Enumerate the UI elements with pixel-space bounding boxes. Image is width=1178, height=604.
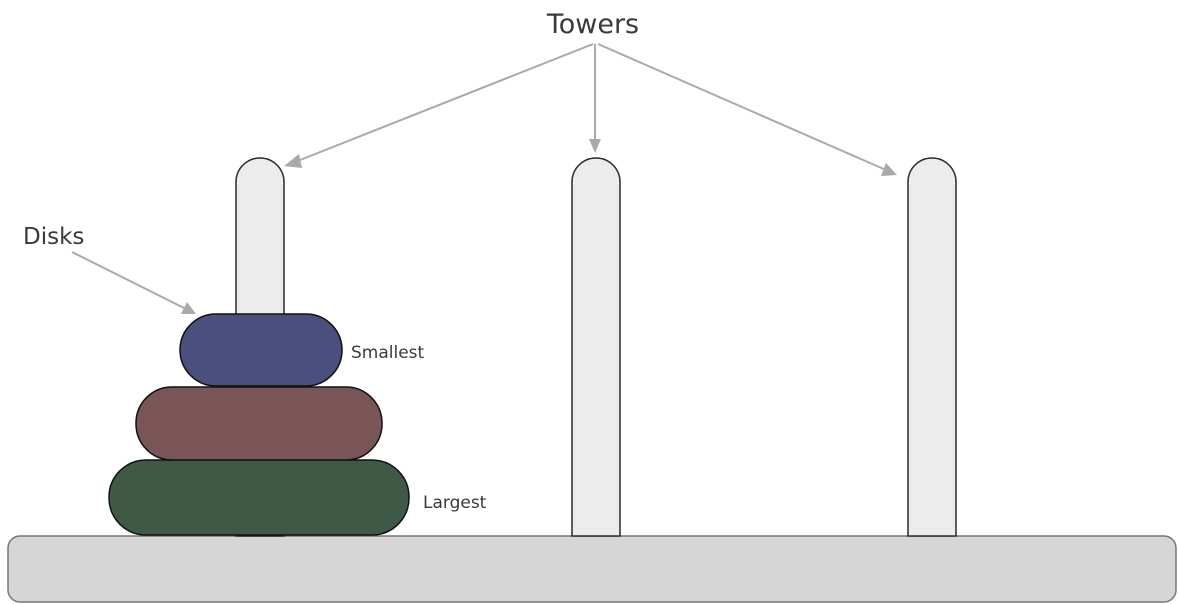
disks-label: Disks [23,224,84,250]
disk-medium [136,387,382,460]
tower-rod-middle [572,158,620,536]
towers-arrowhead-left [284,154,302,168]
disks-arrow [72,252,186,309]
disk-largest [109,460,409,535]
base-platform [8,536,1176,602]
towers-arrow-right [598,44,886,170]
tower-rod-right [908,158,956,536]
towers-arrows [284,44,897,176]
towers-label: Towers [546,9,639,40]
towers-arrowhead-middle [589,139,601,153]
smallest-label: Smallest [351,343,425,363]
largest-label: Largest [423,493,487,513]
disk-smallest [180,314,342,386]
towers-arrow-left [295,44,593,162]
